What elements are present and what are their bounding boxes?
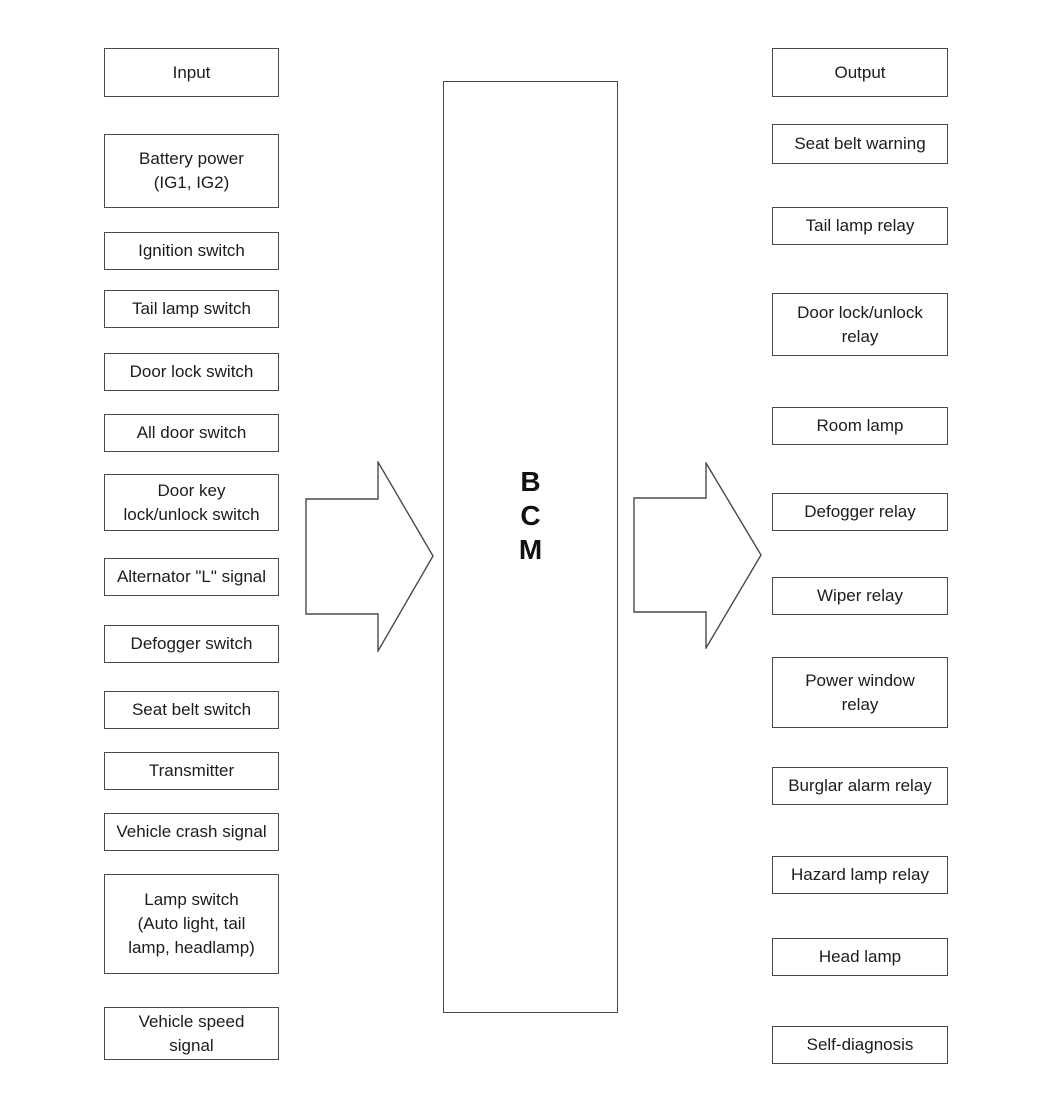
bcm-to-output-arrow <box>633 462 762 649</box>
input-box-battery-power: Battery power (IG1, IG2) <box>104 134 279 208</box>
input-box-tail-lamp-switch: Tail lamp switch <box>104 290 279 328</box>
output-box-hazard-lamp-relay: Hazard lamp relay <box>772 856 948 894</box>
output-box-burglar-alarm-relay: Burglar alarm relay <box>772 767 948 805</box>
input-box-transmitter: Transmitter <box>104 752 279 790</box>
input-box-all-door-switch: All door switch <box>104 414 279 452</box>
output-box-door-lock-unlock-relay: Door lock/unlock relay <box>772 293 948 356</box>
output-box-self-diagnosis: Self-diagnosis <box>772 1026 948 1064</box>
output-box-tail-lamp-relay: Tail lamp relay <box>772 207 948 245</box>
input-box-door-key-lock-unlock: Door key lock/unlock switch <box>104 474 279 531</box>
input-to-bcm-arrow <box>305 461 434 652</box>
input-box-vehicle-speed-signal: Vehicle speed signal <box>104 1007 279 1060</box>
input-box-vehicle-crash-signal: Vehicle crash signal <box>104 813 279 851</box>
output-box-wiper-relay: Wiper relay <box>772 577 948 615</box>
bcm-box: B C M <box>443 81 618 1013</box>
output-box-defogger-relay: Defogger relay <box>772 493 948 531</box>
input-box-ignition-switch: Ignition switch <box>104 232 279 270</box>
input-box-door-lock-switch: Door lock switch <box>104 353 279 391</box>
input-box-seat-belt-switch: Seat belt switch <box>104 691 279 729</box>
arrow-right-icon <box>633 462 762 649</box>
output-box-head-lamp: Head lamp <box>772 938 948 976</box>
output-header-box: Output <box>772 48 948 97</box>
arrow-right-icon <box>305 461 434 652</box>
input-box-defogger-switch: Defogger switch <box>104 625 279 663</box>
output-box-room-lamp: Room lamp <box>772 407 948 445</box>
input-box-alternator-l-signal: Alternator "L" signal <box>104 558 279 596</box>
output-box-seat-belt-warning: Seat belt warning <box>772 124 948 164</box>
output-box-power-window-relay: Power window relay <box>772 657 948 728</box>
input-header-box: Input <box>104 48 279 97</box>
bcm-label: B C M <box>518 466 543 565</box>
input-box-lamp-switch: Lamp switch (Auto light, tail lamp, head… <box>104 874 279 974</box>
